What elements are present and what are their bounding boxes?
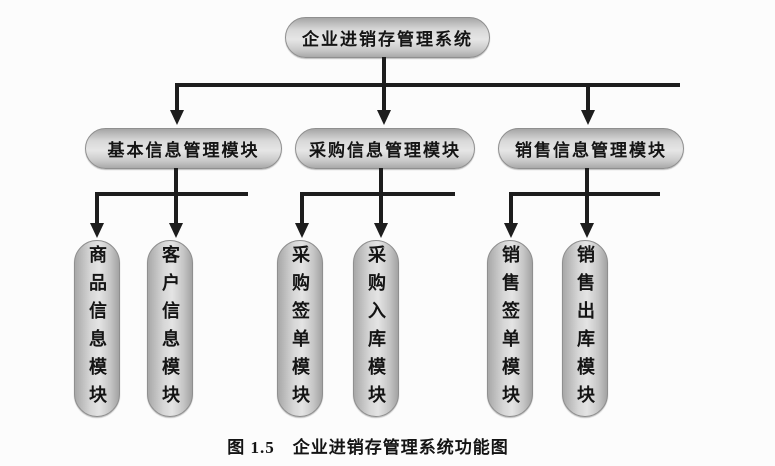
leaf-node-customer-info: 客户信息模块: [147, 240, 193, 417]
leaf-node-product-info: 商品信息模块: [74, 240, 120, 417]
arrowhead-icon: [295, 223, 309, 238]
arrowhead-icon: [170, 110, 184, 125]
figure-caption: 图 1.5 企业进销存管理系统功能图: [227, 438, 509, 457]
leaf-node-purchase-inbound: 采购入库模块: [353, 240, 399, 417]
module-node-basic-info: 基本信息管理模块: [85, 128, 282, 169]
connector-group1-left-stem: [95, 192, 99, 223]
connector-group3-hline: [509, 192, 660, 196]
arrowhead-icon: [90, 223, 104, 238]
connector-group3-left-stem: [509, 192, 513, 223]
connector-group2-left-stem: [300, 192, 304, 223]
arrowhead-icon: [374, 223, 388, 238]
root-node: 企业进销存管理系统: [285, 17, 490, 58]
connector-level1-stem-right: [586, 87, 590, 110]
arrowhead-icon: [504, 223, 518, 238]
connector-group2-hline: [300, 192, 455, 196]
connector-level1-stem-center: [382, 87, 386, 110]
connector-level1-stem-left: [175, 87, 179, 110]
leaf-node-purchase-order: 采购签单模块: [277, 240, 323, 417]
leaf-node-sales-order: 销售签单模块: [487, 240, 533, 417]
module-node-sales-info: 销售信息管理模块: [498, 128, 684, 169]
arrowhead-icon: [377, 110, 391, 125]
arrowhead-icon: [580, 223, 594, 238]
connector-level1-hline: [175, 83, 680, 87]
connector-root-stem: [382, 57, 386, 85]
connector-group1-hline: [95, 192, 248, 196]
arrowhead-icon: [581, 110, 595, 125]
module-node-purchase-info: 采购信息管理模块: [295, 128, 475, 169]
leaf-node-sales-outbound: 销售出库模块: [562, 240, 608, 417]
arrowhead-icon: [169, 223, 183, 238]
